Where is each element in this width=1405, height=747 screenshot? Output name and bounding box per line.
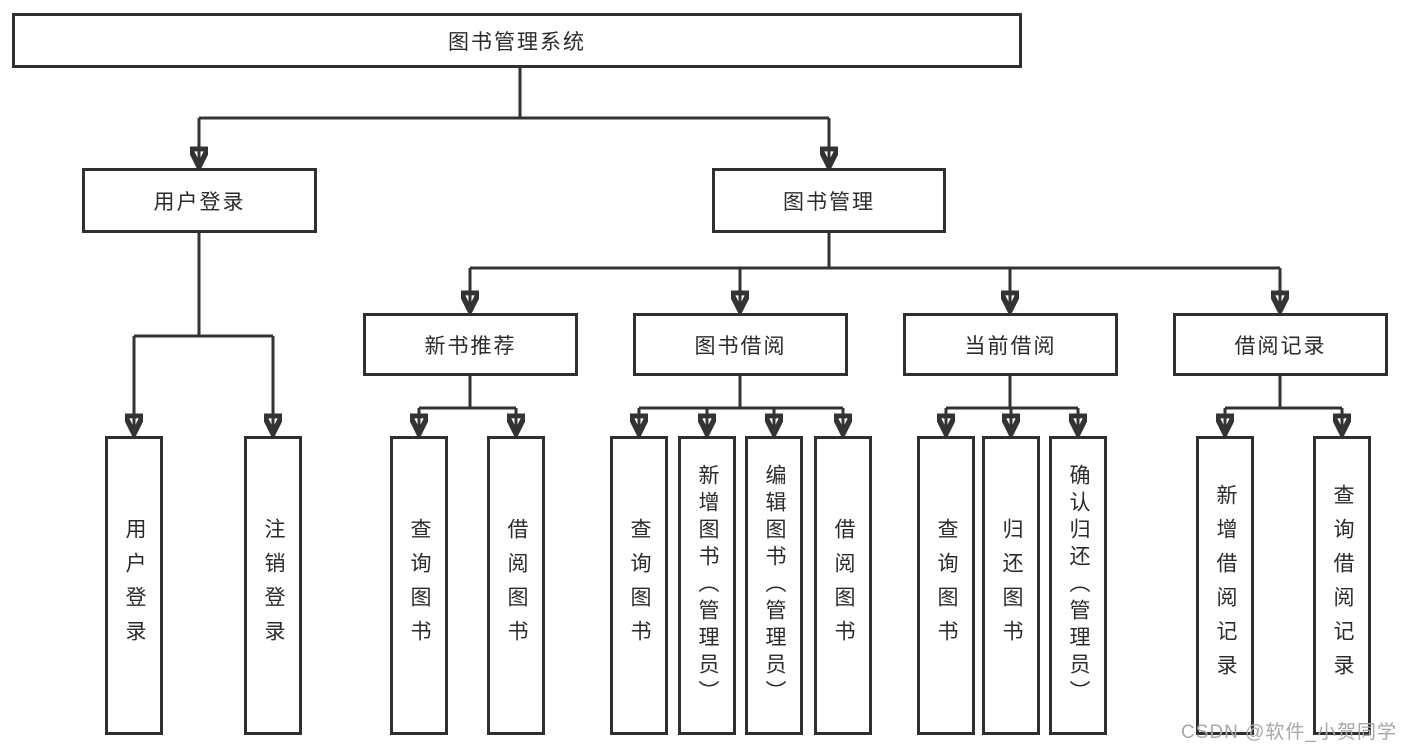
node-new-book-recommend: 新书推荐	[363, 313, 578, 376]
connector-borrow-record-branch	[1225, 376, 1342, 431]
node-book-borrow: 图书借阅	[633, 313, 848, 376]
connector-new-book-recommend-branch	[419, 376, 516, 431]
leaf-return-book: 归还图书	[982, 436, 1040, 735]
node-book-management: 图书管理	[712, 168, 946, 233]
connector-user-login-branch	[134, 233, 273, 431]
node-borrow-record: 借阅记录	[1173, 313, 1388, 376]
node-user-login: 用户登录	[82, 168, 317, 233]
leaf-query-books-current: 查询图书	[917, 436, 975, 735]
leaf-user-login: 用户登录	[105, 436, 163, 735]
connector-book-borrow-branch	[639, 376, 843, 431]
leaf-borrow-books-borrow: 借阅图书	[814, 436, 872, 735]
leaf-borrow-books-recommend: 借阅图书	[487, 436, 545, 735]
leaf-add-book-admin: 新增图书（管理员）	[678, 436, 736, 735]
connector-current-borrow-branch	[946, 376, 1078, 431]
leaf-confirm-return-admin: 确认归还（管理员）	[1049, 436, 1107, 735]
node-current-borrow: 当前借阅	[903, 313, 1118, 376]
connector-book-management-branch	[470, 233, 1280, 308]
leaf-logout: 注销登录	[244, 436, 302, 735]
csdn-watermark: CSDN @软件_小贺同学	[1181, 722, 1397, 743]
leaf-query-borrow-record: 查询借阅记录	[1313, 436, 1371, 735]
leaf-add-borrow-record: 新增借阅记录	[1196, 436, 1254, 735]
leaf-query-books-recommend: 查询图书	[390, 436, 448, 735]
leaf-edit-book-admin: 编辑图书（管理员）	[745, 436, 803, 735]
node-root: 图书管理系统	[12, 13, 1022, 68]
leaf-query-books-borrow: 查询图书	[610, 436, 668, 735]
connector-root-to-level1	[199, 68, 829, 164]
